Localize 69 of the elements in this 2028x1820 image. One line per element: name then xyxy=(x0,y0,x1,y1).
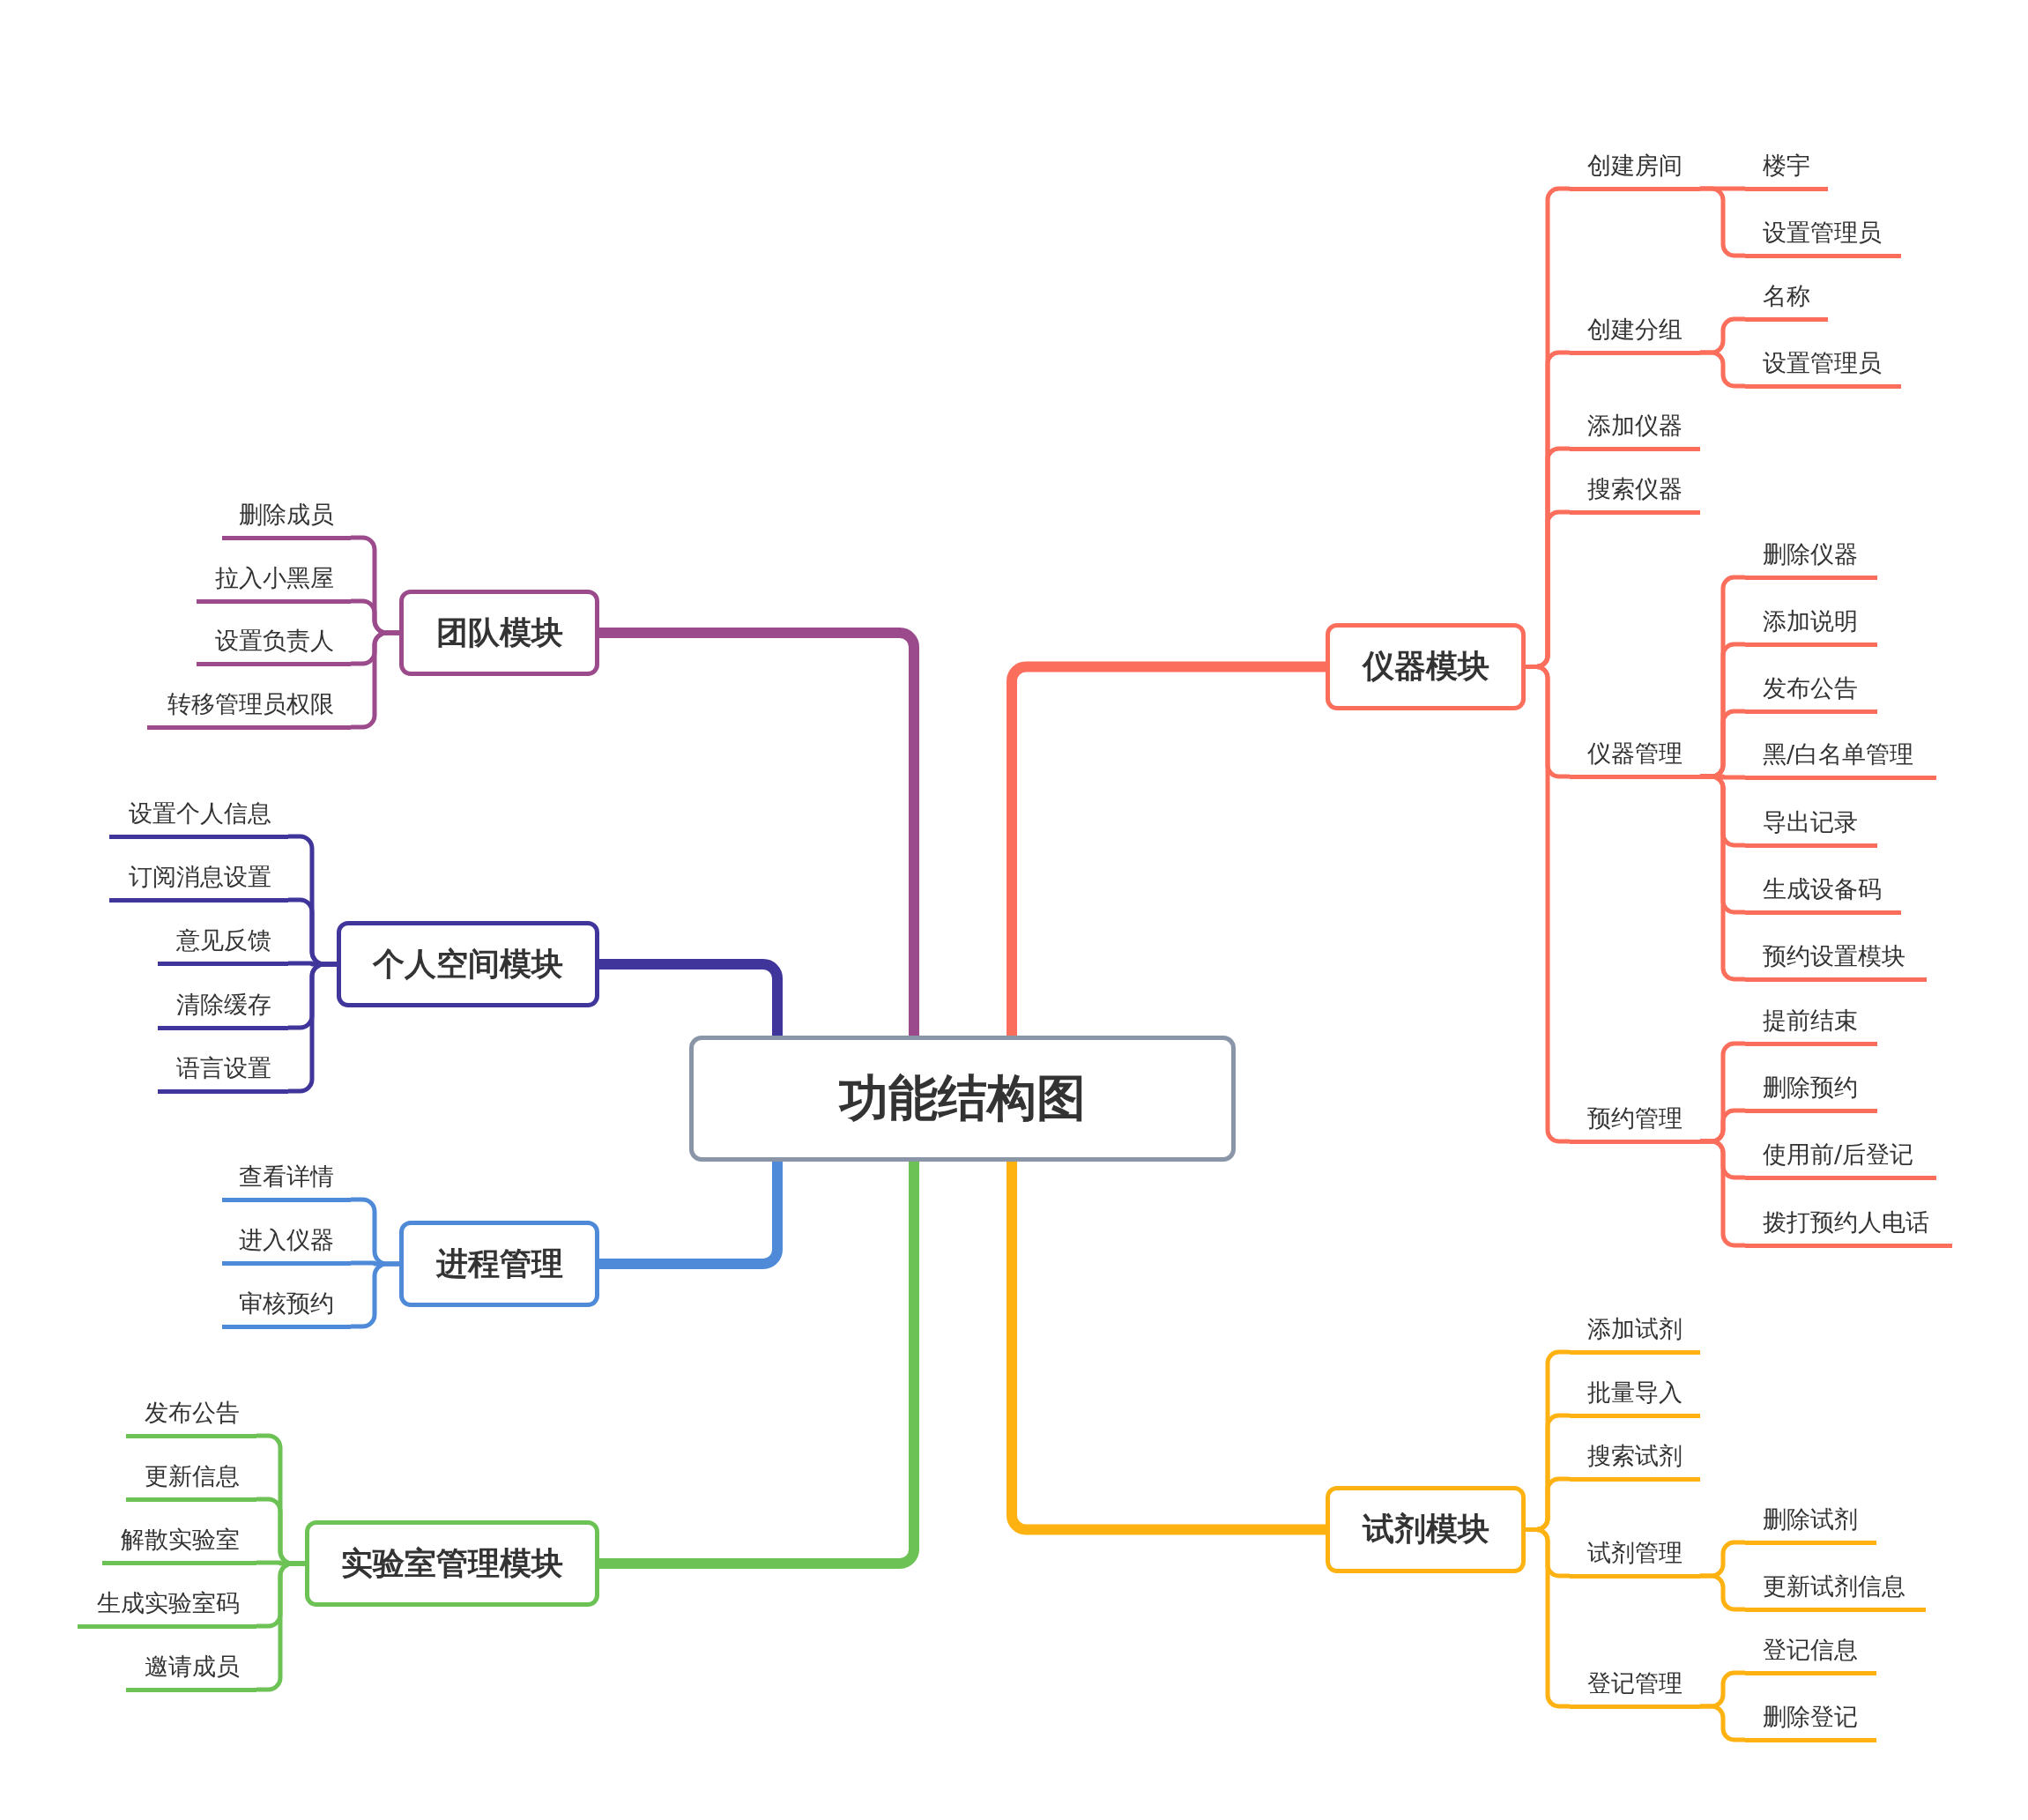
underlined-topic: 删除仪器 xyxy=(1745,535,1877,580)
underlined-topic: 登记信息 xyxy=(1745,1631,1876,1675)
underlined-topic: 更新试剂信息 xyxy=(1745,1567,1926,1612)
underlined-topic: 添加说明 xyxy=(1745,602,1877,647)
branch-line xyxy=(1700,774,1745,982)
underlined-topic: 仪器管理 xyxy=(1570,734,1700,779)
underlined-topic: 转移管理员权限 xyxy=(147,685,351,730)
underlined-topic: 添加仪器 xyxy=(1570,406,1700,451)
underlined-topic: 创建房间 xyxy=(1570,146,1700,191)
underlined-topic: 黑/白名单管理 xyxy=(1745,735,1936,780)
underlined-topic: 清除缓存 xyxy=(158,985,288,1030)
underlined-topic: 添加试剂 xyxy=(1570,1310,1700,1355)
underlined-topic: 设置负责人 xyxy=(197,621,351,666)
underlined-topic: 审核预约 xyxy=(222,1284,351,1329)
topic-box: 试剂模块 xyxy=(1326,1486,1526,1573)
underlined-topic: 设置管理员 xyxy=(1745,213,1901,258)
underlined-topic: 预约设置模块 xyxy=(1745,937,1927,982)
underlined-topic: 邀请成员 xyxy=(126,1647,256,1692)
underlined-topic: 提前结束 xyxy=(1745,1001,1877,1046)
central-topic-box: 功能结构图 xyxy=(689,1036,1236,1162)
underlined-topic: 删除试剂 xyxy=(1745,1500,1876,1545)
underlined-topic: 意见反馈 xyxy=(158,921,288,966)
underlined-topic: 拉入小黑屋 xyxy=(197,559,351,604)
topic-box: 个人空间模块 xyxy=(337,921,599,1007)
underlined-topic: 名称 xyxy=(1745,277,1828,322)
branch-line xyxy=(1007,1162,1326,1535)
branch-line xyxy=(599,628,919,1036)
branch-line xyxy=(1700,186,1745,258)
underlined-topic: 删除成员 xyxy=(222,495,351,540)
underlined-topic: 登记管理 xyxy=(1570,1664,1700,1709)
underlined-topic: 语言设置 xyxy=(158,1049,288,1094)
underlined-topic: 拨打预约人电话 xyxy=(1745,1203,1952,1248)
branch-line xyxy=(288,962,337,1094)
branch-line xyxy=(1700,1139,1745,1248)
branch-line xyxy=(1007,661,1326,1036)
branch-line xyxy=(351,1261,399,1329)
branch-line xyxy=(1526,665,1570,1144)
underlined-topic: 删除登记 xyxy=(1745,1697,1876,1742)
underlined-topic: 搜索仪器 xyxy=(1570,470,1700,515)
underlined-topic: 订阅消息设置 xyxy=(109,858,288,903)
topic-box: 仪器模块 xyxy=(1326,623,1526,710)
underlined-topic: 楼宇 xyxy=(1745,146,1828,191)
topic-box: 团队模块 xyxy=(399,590,599,676)
underlined-topic: 生成设备码 xyxy=(1745,870,1901,915)
underlined-topic: 批量导入 xyxy=(1570,1373,1700,1418)
underlined-topic: 解散实验室 xyxy=(102,1520,256,1565)
underlined-topic: 生成实验室码 xyxy=(78,1584,256,1629)
underlined-topic: 发布公告 xyxy=(126,1393,256,1438)
underlined-topic: 导出记录 xyxy=(1745,803,1877,848)
underlined-topic: 进入仪器 xyxy=(222,1221,351,1266)
topic-box: 进程管理 xyxy=(399,1221,599,1307)
underlined-topic: 使用前/后登记 xyxy=(1745,1135,1936,1180)
underlined-topic: 发布公告 xyxy=(1745,669,1877,714)
branch-line xyxy=(599,959,783,1036)
branch-line xyxy=(256,1561,305,1692)
underlined-topic: 删除预约 xyxy=(1745,1068,1877,1113)
underlined-topic: 创建分组 xyxy=(1570,310,1700,355)
underlined-topic: 查看详情 xyxy=(222,1157,351,1202)
underlined-topic: 设置个人信息 xyxy=(109,794,288,839)
branch-line xyxy=(1526,1527,1570,1709)
underlined-topic: 更新信息 xyxy=(126,1457,256,1502)
underlined-topic: 设置管理员 xyxy=(1745,344,1901,389)
branch-line xyxy=(599,1162,783,1269)
branch-line xyxy=(599,1162,919,1569)
topic-box: 实验室管理模块 xyxy=(305,1520,599,1607)
underlined-topic: 试剂管理 xyxy=(1570,1534,1700,1579)
branch-line xyxy=(351,630,399,730)
underlined-topic: 预约管理 xyxy=(1570,1099,1700,1144)
underlined-topic: 搜索试剂 xyxy=(1570,1437,1700,1482)
